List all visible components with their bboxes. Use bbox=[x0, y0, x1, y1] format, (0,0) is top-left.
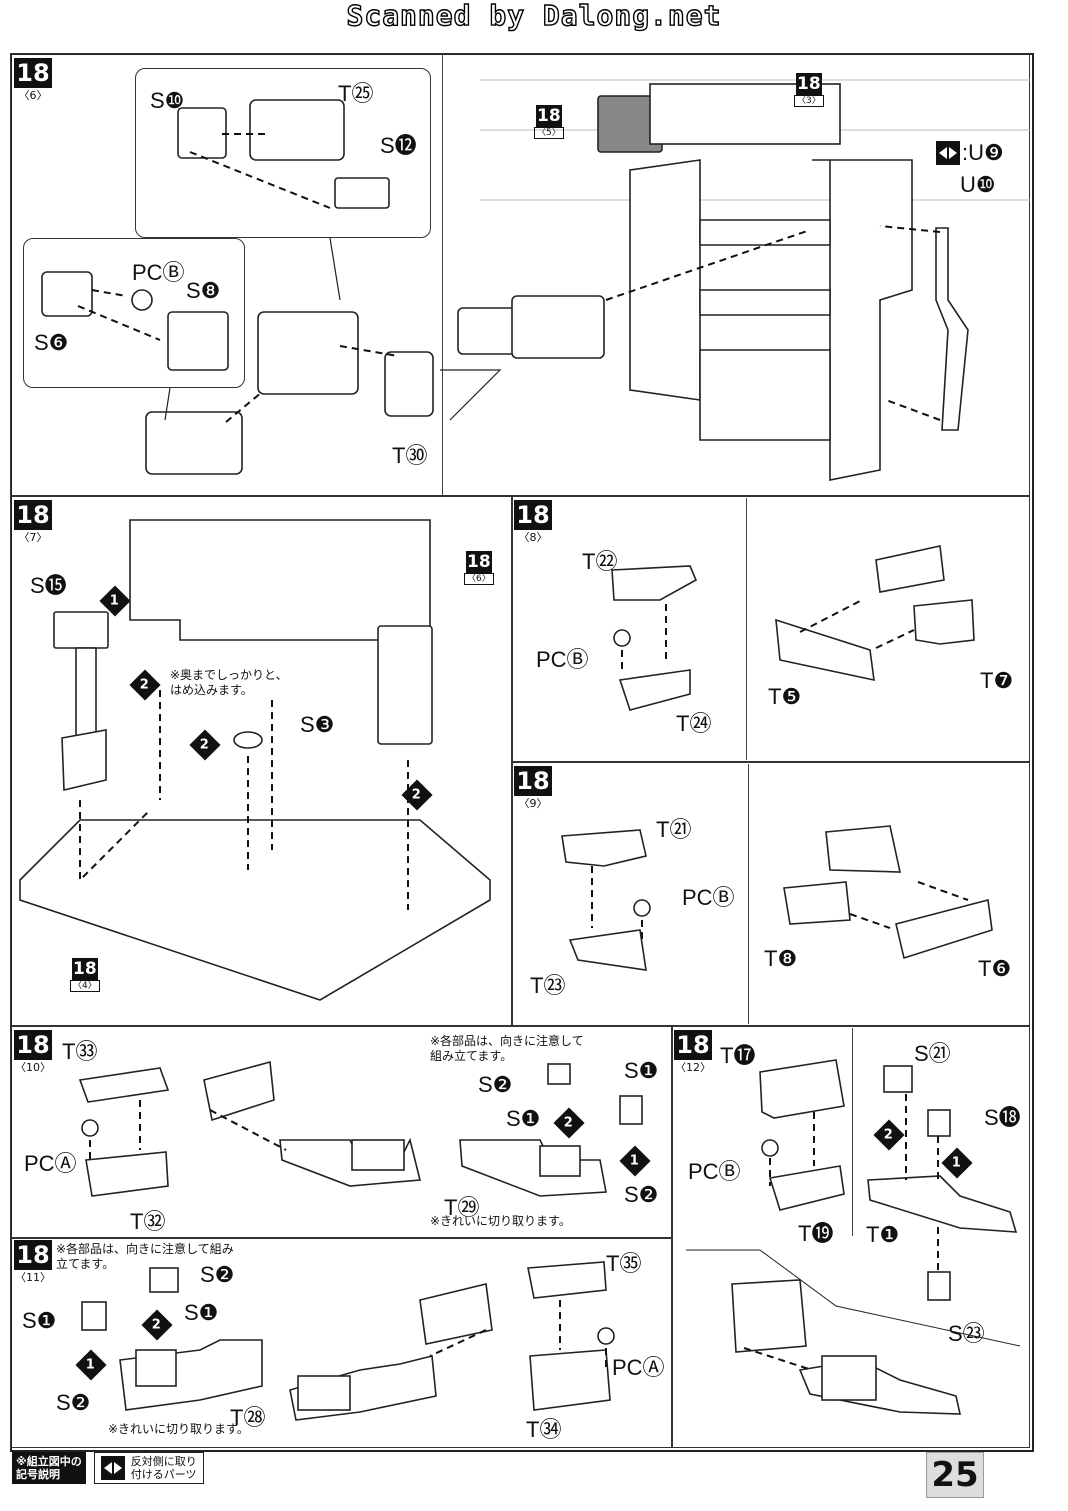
step-badge-18-7: 18 〈7〉 bbox=[14, 500, 52, 544]
part-drawing bbox=[78, 1060, 643, 1197]
part-label: T㉞ bbox=[526, 1417, 562, 1442]
inset-box-upper bbox=[135, 68, 431, 238]
part-label: T⓱ bbox=[720, 1043, 756, 1068]
panel-divider bbox=[746, 498, 747, 760]
part-label: S❽ bbox=[186, 278, 221, 303]
panel-step-18-12 bbox=[672, 1026, 1030, 1448]
part-drawing bbox=[81, 1261, 615, 1421]
part-label: U❿ bbox=[960, 172, 996, 197]
assembly-note: ※各部品は、向きに注意して組み 立てます。 bbox=[56, 1242, 234, 1271]
legend-text: 反対側に取り 付けるパーツ bbox=[130, 1455, 197, 1481]
panel-step-18-6 bbox=[10, 53, 1030, 496]
part-label: S㉑ bbox=[914, 1041, 951, 1066]
part-drawing bbox=[611, 545, 975, 711]
part-label: T㉘ bbox=[230, 1405, 266, 1430]
panel-step-18-9 bbox=[512, 762, 1030, 1026]
assembly-note: ※奥までしっかりと、 はめ込みます。 bbox=[170, 668, 288, 697]
part-drawing bbox=[457, 79, 1030, 481]
part-label: T❻ bbox=[978, 956, 1012, 981]
part-label: S❷ bbox=[624, 1182, 659, 1207]
part-label: S⓲ bbox=[984, 1105, 1021, 1130]
step-badge-18-10: 18 〈10〉 bbox=[14, 1030, 52, 1074]
part-label: PCⒶ bbox=[612, 1355, 665, 1380]
part-label: PCⒶ bbox=[24, 1151, 77, 1176]
part-label: S❶ bbox=[624, 1058, 659, 1083]
legend-title: ※組立図中の 記号説明 bbox=[12, 1452, 86, 1484]
scan-credit-text: Scanned by Dalong.net bbox=[346, 0, 722, 32]
part-drawing bbox=[561, 825, 993, 971]
part-label: T㉚ bbox=[392, 443, 428, 468]
part-label: S❶ bbox=[184, 1300, 219, 1325]
step-badge-18-9: 18 〈9〉 bbox=[514, 766, 552, 810]
part-label: S⓯ bbox=[30, 573, 67, 598]
assembly-note: ※各部品は、向きに注意して 組み立てます。 bbox=[430, 1034, 584, 1063]
part-label: T㉝ bbox=[62, 1039, 98, 1064]
inset-box-lower bbox=[23, 238, 245, 388]
part-label: T❽ bbox=[764, 946, 798, 971]
part-label: S❷ bbox=[200, 1262, 235, 1287]
part-label: T㉙ bbox=[444, 1195, 480, 1220]
part-label: S❶ bbox=[22, 1308, 57, 1333]
part-label: S⓬ bbox=[380, 133, 417, 158]
ref-badge-18-6: 18 〈6〉 bbox=[464, 551, 494, 585]
part-label: T㉓ bbox=[530, 973, 566, 998]
part-label: T㉑ bbox=[656, 817, 692, 842]
part-label: T㉔ bbox=[676, 711, 712, 736]
ref-badge-18-4: 18 〈4〉 bbox=[70, 958, 100, 992]
step-badge-18-6: 18 〈6〉 bbox=[14, 58, 52, 102]
part-label: T㉟ bbox=[606, 1251, 642, 1276]
mirror-parts-icon bbox=[936, 141, 960, 165]
mirror-parts-icon bbox=[100, 1456, 125, 1480]
panel-step-18-7 bbox=[10, 496, 512, 1026]
part-label: T❺ bbox=[768, 684, 802, 709]
part-label: S❸ bbox=[300, 712, 335, 737]
step-badge-18-11: 18 〈11〉 bbox=[14, 1240, 52, 1284]
part-label: T❶ bbox=[866, 1222, 900, 1247]
part-label: PCⒷ bbox=[688, 1159, 741, 1184]
part-label: T❼ bbox=[980, 668, 1014, 693]
symbol-legend: ※組立図中の 記号説明 反対側に取り 付けるパーツ bbox=[12, 1452, 204, 1484]
legend-item: 反対側に取り 付けるパーツ bbox=[93, 1452, 204, 1484]
page-number: 25 bbox=[926, 1452, 984, 1498]
assembly-note: ※きれいに切り取ります。 bbox=[430, 1214, 571, 1228]
ref-badge-18-3: 18 〈3〉 bbox=[794, 73, 824, 107]
part-label: S㉓ bbox=[948, 1321, 985, 1346]
ref-badge-18-5: 18 〈5〉 bbox=[534, 105, 564, 139]
step-badge-18-8: 18 〈8〉 bbox=[514, 500, 552, 544]
assembly-note: ※きれいに切り取ります。 bbox=[108, 1422, 249, 1436]
part-label: T㉕ bbox=[338, 81, 374, 106]
panel-divider bbox=[852, 1028, 853, 1236]
part-label: S❷ bbox=[478, 1072, 513, 1097]
part-label: T㉜ bbox=[130, 1209, 166, 1234]
part-drawing bbox=[41, 99, 502, 475]
part-label: S❶ bbox=[506, 1106, 541, 1131]
scan-credit-header: Scanned by Dalong.net bbox=[0, 0, 1068, 44]
part-label: S❷ bbox=[56, 1390, 91, 1415]
panel-step-18-8 bbox=[512, 496, 1030, 762]
panel-divider bbox=[442, 54, 443, 495]
part-drawing bbox=[686, 1059, 1021, 1415]
panel-step-18-11 bbox=[10, 1238, 672, 1448]
part-drawing bbox=[19, 519, 491, 1001]
part-label: PCⒷ bbox=[536, 647, 589, 672]
mirror-part-label: :U❾ bbox=[936, 140, 1004, 166]
part-label: T⓳ bbox=[798, 1221, 834, 1246]
part-label: S❻ bbox=[34, 330, 69, 355]
panel-step-18-10 bbox=[10, 1026, 672, 1238]
part-label: PCⒷ bbox=[682, 885, 735, 910]
panel-divider bbox=[748, 764, 749, 1024]
step-badge-18-12: 18 〈12〉 bbox=[674, 1030, 712, 1074]
part-label: PCⒷ bbox=[132, 260, 185, 285]
